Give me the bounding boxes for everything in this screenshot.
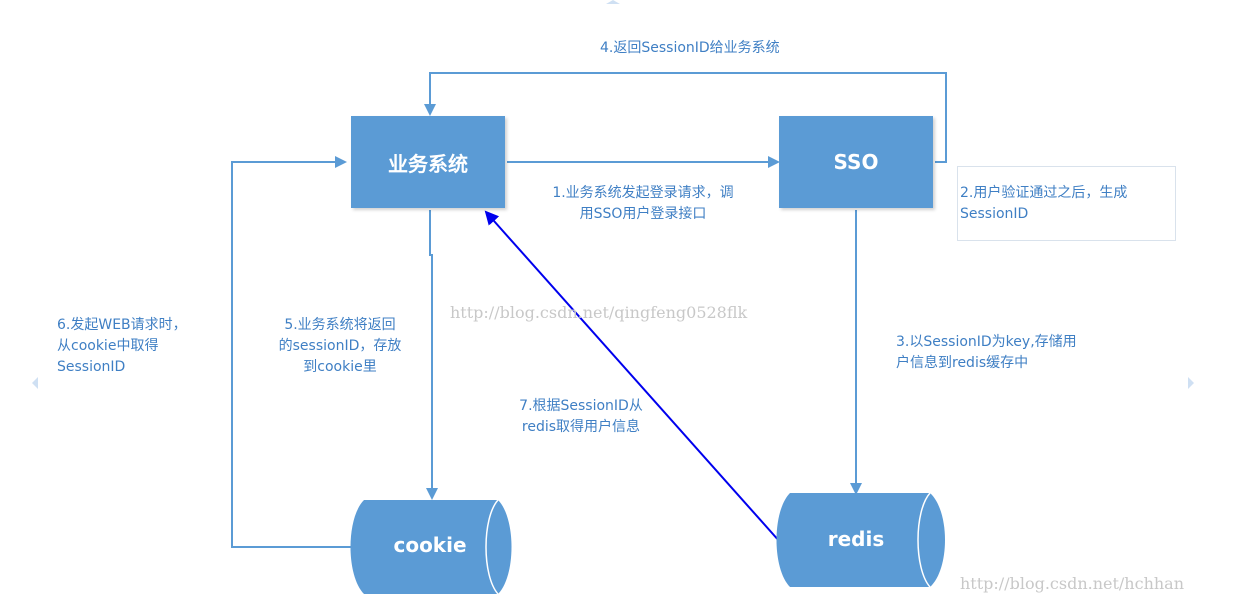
step7-line2: redis取得用户信息 [521,419,641,435]
step3-label: 3.以SessionID为key,存储用 户信息到redis缓存中 [896,332,1077,374]
step5-line1: 5.业务系统将返回 [284,317,396,333]
cookie-cylinder-rim [485,499,499,595]
node-business-system-label: 业务系统 [388,151,468,176]
node-sso-label: SSO [833,150,879,174]
step6-label: 6.发起WEB请求时， 从cookie中取得 SessionID [57,315,187,378]
watermark-corner: http://blog.csdn.net/hchhan [960,574,1185,593]
step7-label: 7.根据SessionID从 redis取得用户信息 [502,396,660,438]
step2-label: 2.用户验证通过之后，生成 SessionID [960,183,1127,225]
top-nav-triangle-icon [606,0,620,4]
node-business-system: 业务系统 [351,116,505,208]
redis-cylinder-shape [776,493,945,587]
left-nav-triangle-icon [32,377,38,389]
step4-label: 4.返回SessionID给业务系统 [600,40,780,56]
node-cookie-label: cookie [393,533,467,557]
step5-line3: 到cookie里 [303,359,377,375]
node-sso: SSO [779,116,933,208]
node-redis-label: redis [827,527,885,551]
arrow-step5-business-to-cookie [426,210,438,500]
step3-line1: 3.以SessionID为key,存储用 [896,334,1077,350]
step2-line1: 2.用户验证通过之后，生成 [960,185,1128,201]
step6-line2: 从cookie中取得 [57,338,159,354]
redis-cylinder-rim [917,492,931,588]
step7-line1: 7.根据SessionID从 [519,398,643,414]
step5-label: 5.业务系统将返回 的sessionID，存放 到cookie里 [262,315,418,378]
step1-line1: 1.业务系统发起登录请求，调 [552,185,734,201]
arrow-step7-redis-to-business [484,210,781,543]
step6-line3: SessionID [57,359,126,375]
step1-label: 1.业务系统发起登录请求，调 用SSO用户登录接口 [526,183,760,225]
step1-line2: 用SSO用户登录接口 [579,206,707,222]
step2-line2: SessionID [960,206,1029,222]
right-nav-triangle-icon [1188,377,1194,389]
cookie-cylinder-shape [350,500,512,594]
arrow-step6-cookie-to-business [231,156,354,548]
watermark-center: http://blog.csdn.net/qingfeng0528flk [450,303,748,322]
step2-note-box [957,166,1176,241]
step3-line2: 户信息到redis缓存中 [896,355,1029,371]
step5-line2: 的sessionID，存放 [278,338,402,354]
arrow-step4-sso-to-business [424,72,947,163]
step6-line1: 6.发起WEB请求时， [57,317,187,333]
